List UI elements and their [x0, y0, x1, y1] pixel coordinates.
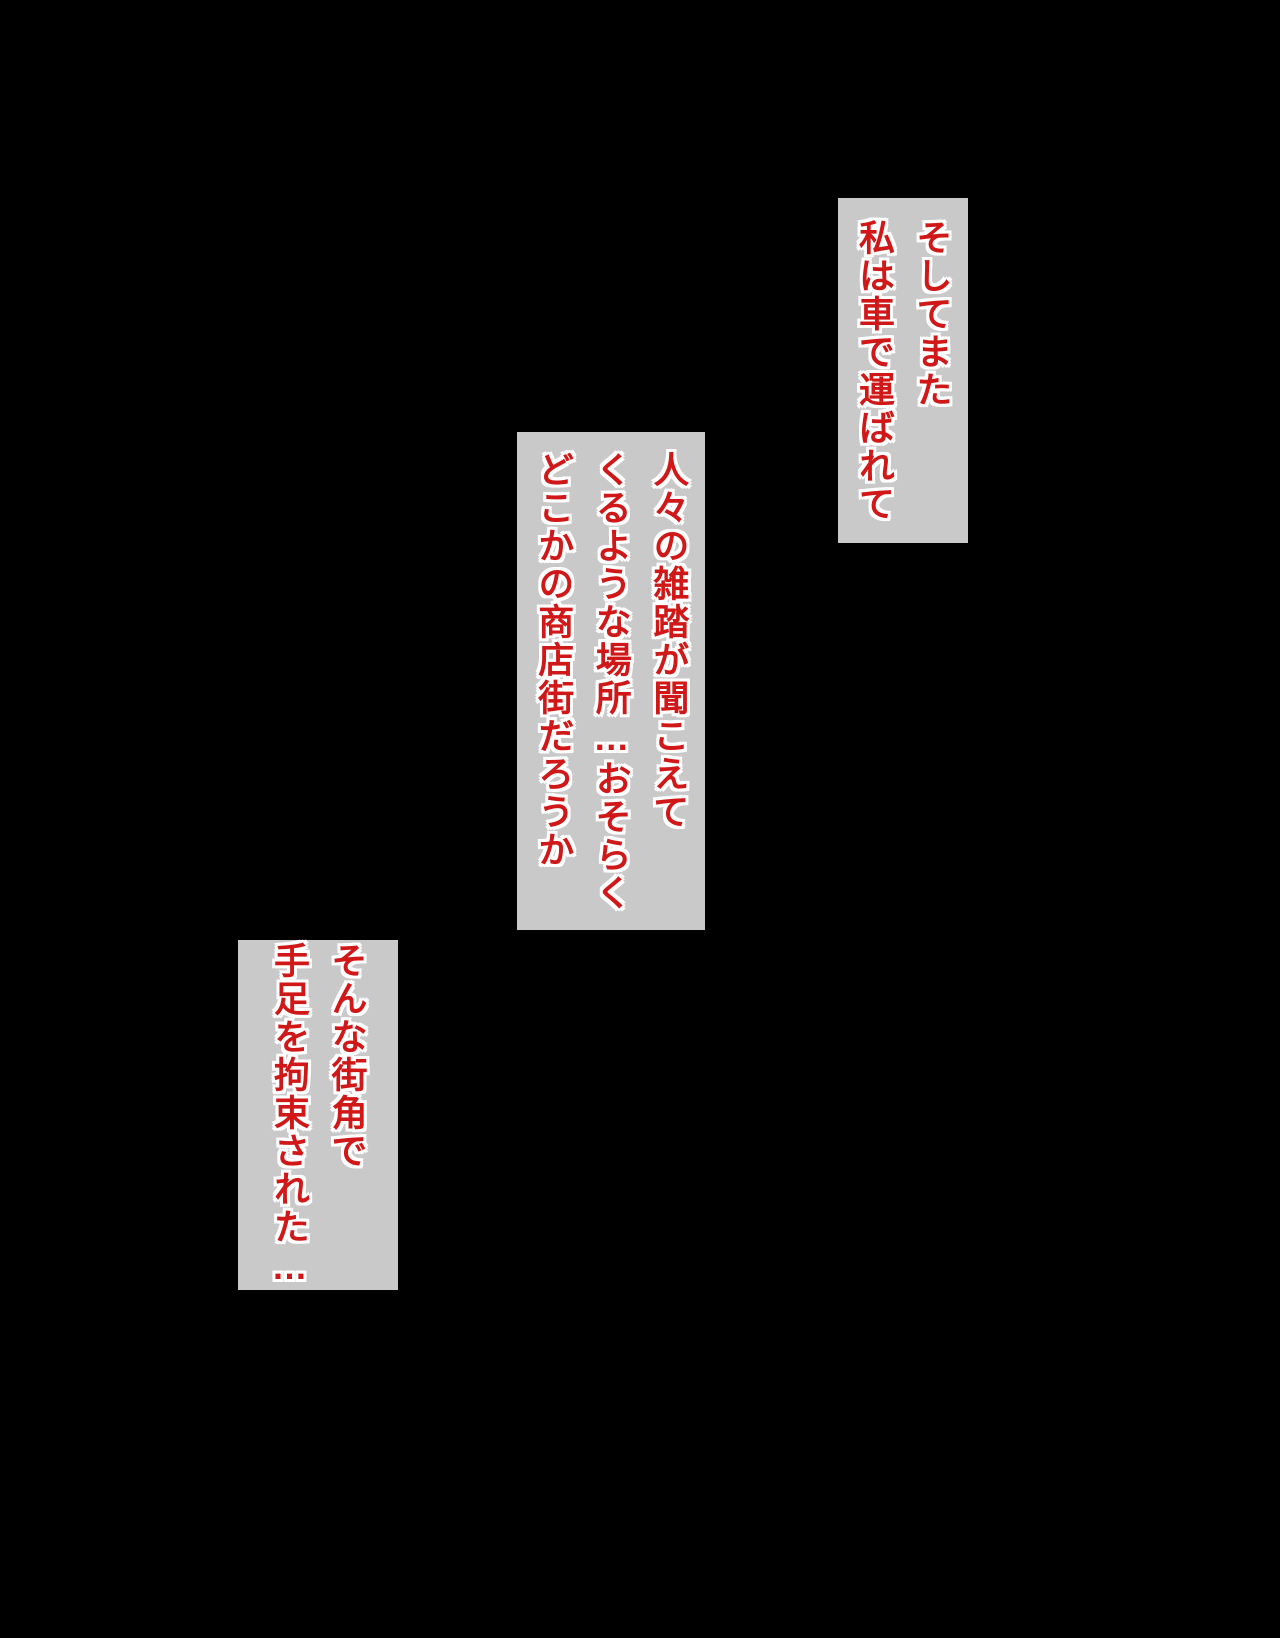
narration-box-1: そしてまた 私は車で運ばれて	[838, 198, 968, 543]
narration-text-2: 人々の雑踏が聞こえて くるような場所…おそらく どこかの商店街だろうか	[533, 450, 690, 912]
narration-text-3: そんな街角で 手足を拘束された…	[269, 941, 368, 1289]
narration-box-3: そんな街角で 手足を拘束された…	[238, 940, 398, 1290]
narration-text-1: そしてまた 私は車で運ばれて	[854, 218, 953, 523]
narration-box-2: 人々の雑踏が聞こえて くるような場所…おそらく どこかの商店街だろうか	[517, 432, 705, 930]
